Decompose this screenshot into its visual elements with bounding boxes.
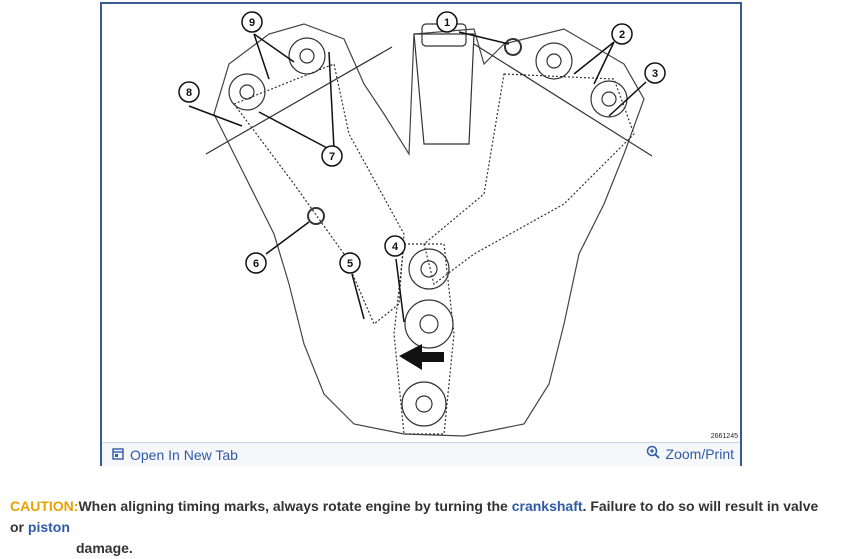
caution-note: CAUTION:When aligning timing marks, alwa… xyxy=(10,496,836,559)
figure-id: 2661245 xyxy=(710,433,738,440)
open-in-new-tab-icon xyxy=(112,447,124,463)
open-in-new-tab-label: Open In New Tab xyxy=(130,447,238,463)
caution-text-2: . Failure to do so will result in valve … xyxy=(10,498,819,535)
caution-label: CAUTION: xyxy=(10,498,79,514)
zoom-print-button[interactable]: Zoom/Print xyxy=(646,445,734,462)
figure-toolbar: Open In New Tab Zoom/Print xyxy=(102,442,740,466)
figure-frame: 1 2 3 4 5 6 7 8 9 2661245 Open In New Ta… xyxy=(100,2,742,466)
engine-timing-diagram: 1 2 3 4 5 6 7 8 9 2661245 xyxy=(104,6,742,440)
zoom-print-label: Zoom/Print xyxy=(665,445,734,462)
open-in-new-tab-button[interactable]: Open In New Tab xyxy=(112,447,238,463)
callout-4: 4 xyxy=(392,241,399,253)
callout-9: 9 xyxy=(249,17,255,29)
caution-line-1: CAUTION:When aligning timing marks, alwa… xyxy=(10,496,836,538)
callout-2: 2 xyxy=(619,29,625,41)
crankshaft-link[interactable]: crankshaft xyxy=(511,498,583,514)
callout-6: 6 xyxy=(253,258,259,270)
callout-1: 1 xyxy=(444,17,450,29)
piston-link[interactable]: piston xyxy=(27,519,70,535)
callout-8: 8 xyxy=(186,87,192,99)
callout-7: 7 xyxy=(329,151,335,163)
caution-line-2: damage. xyxy=(76,540,133,556)
callout-3: 3 xyxy=(652,68,658,80)
caution-text-1: When aligning timing marks, always rotat… xyxy=(78,498,512,514)
zoom-magnifier-icon xyxy=(646,445,660,462)
callout-5: 5 xyxy=(347,258,353,270)
